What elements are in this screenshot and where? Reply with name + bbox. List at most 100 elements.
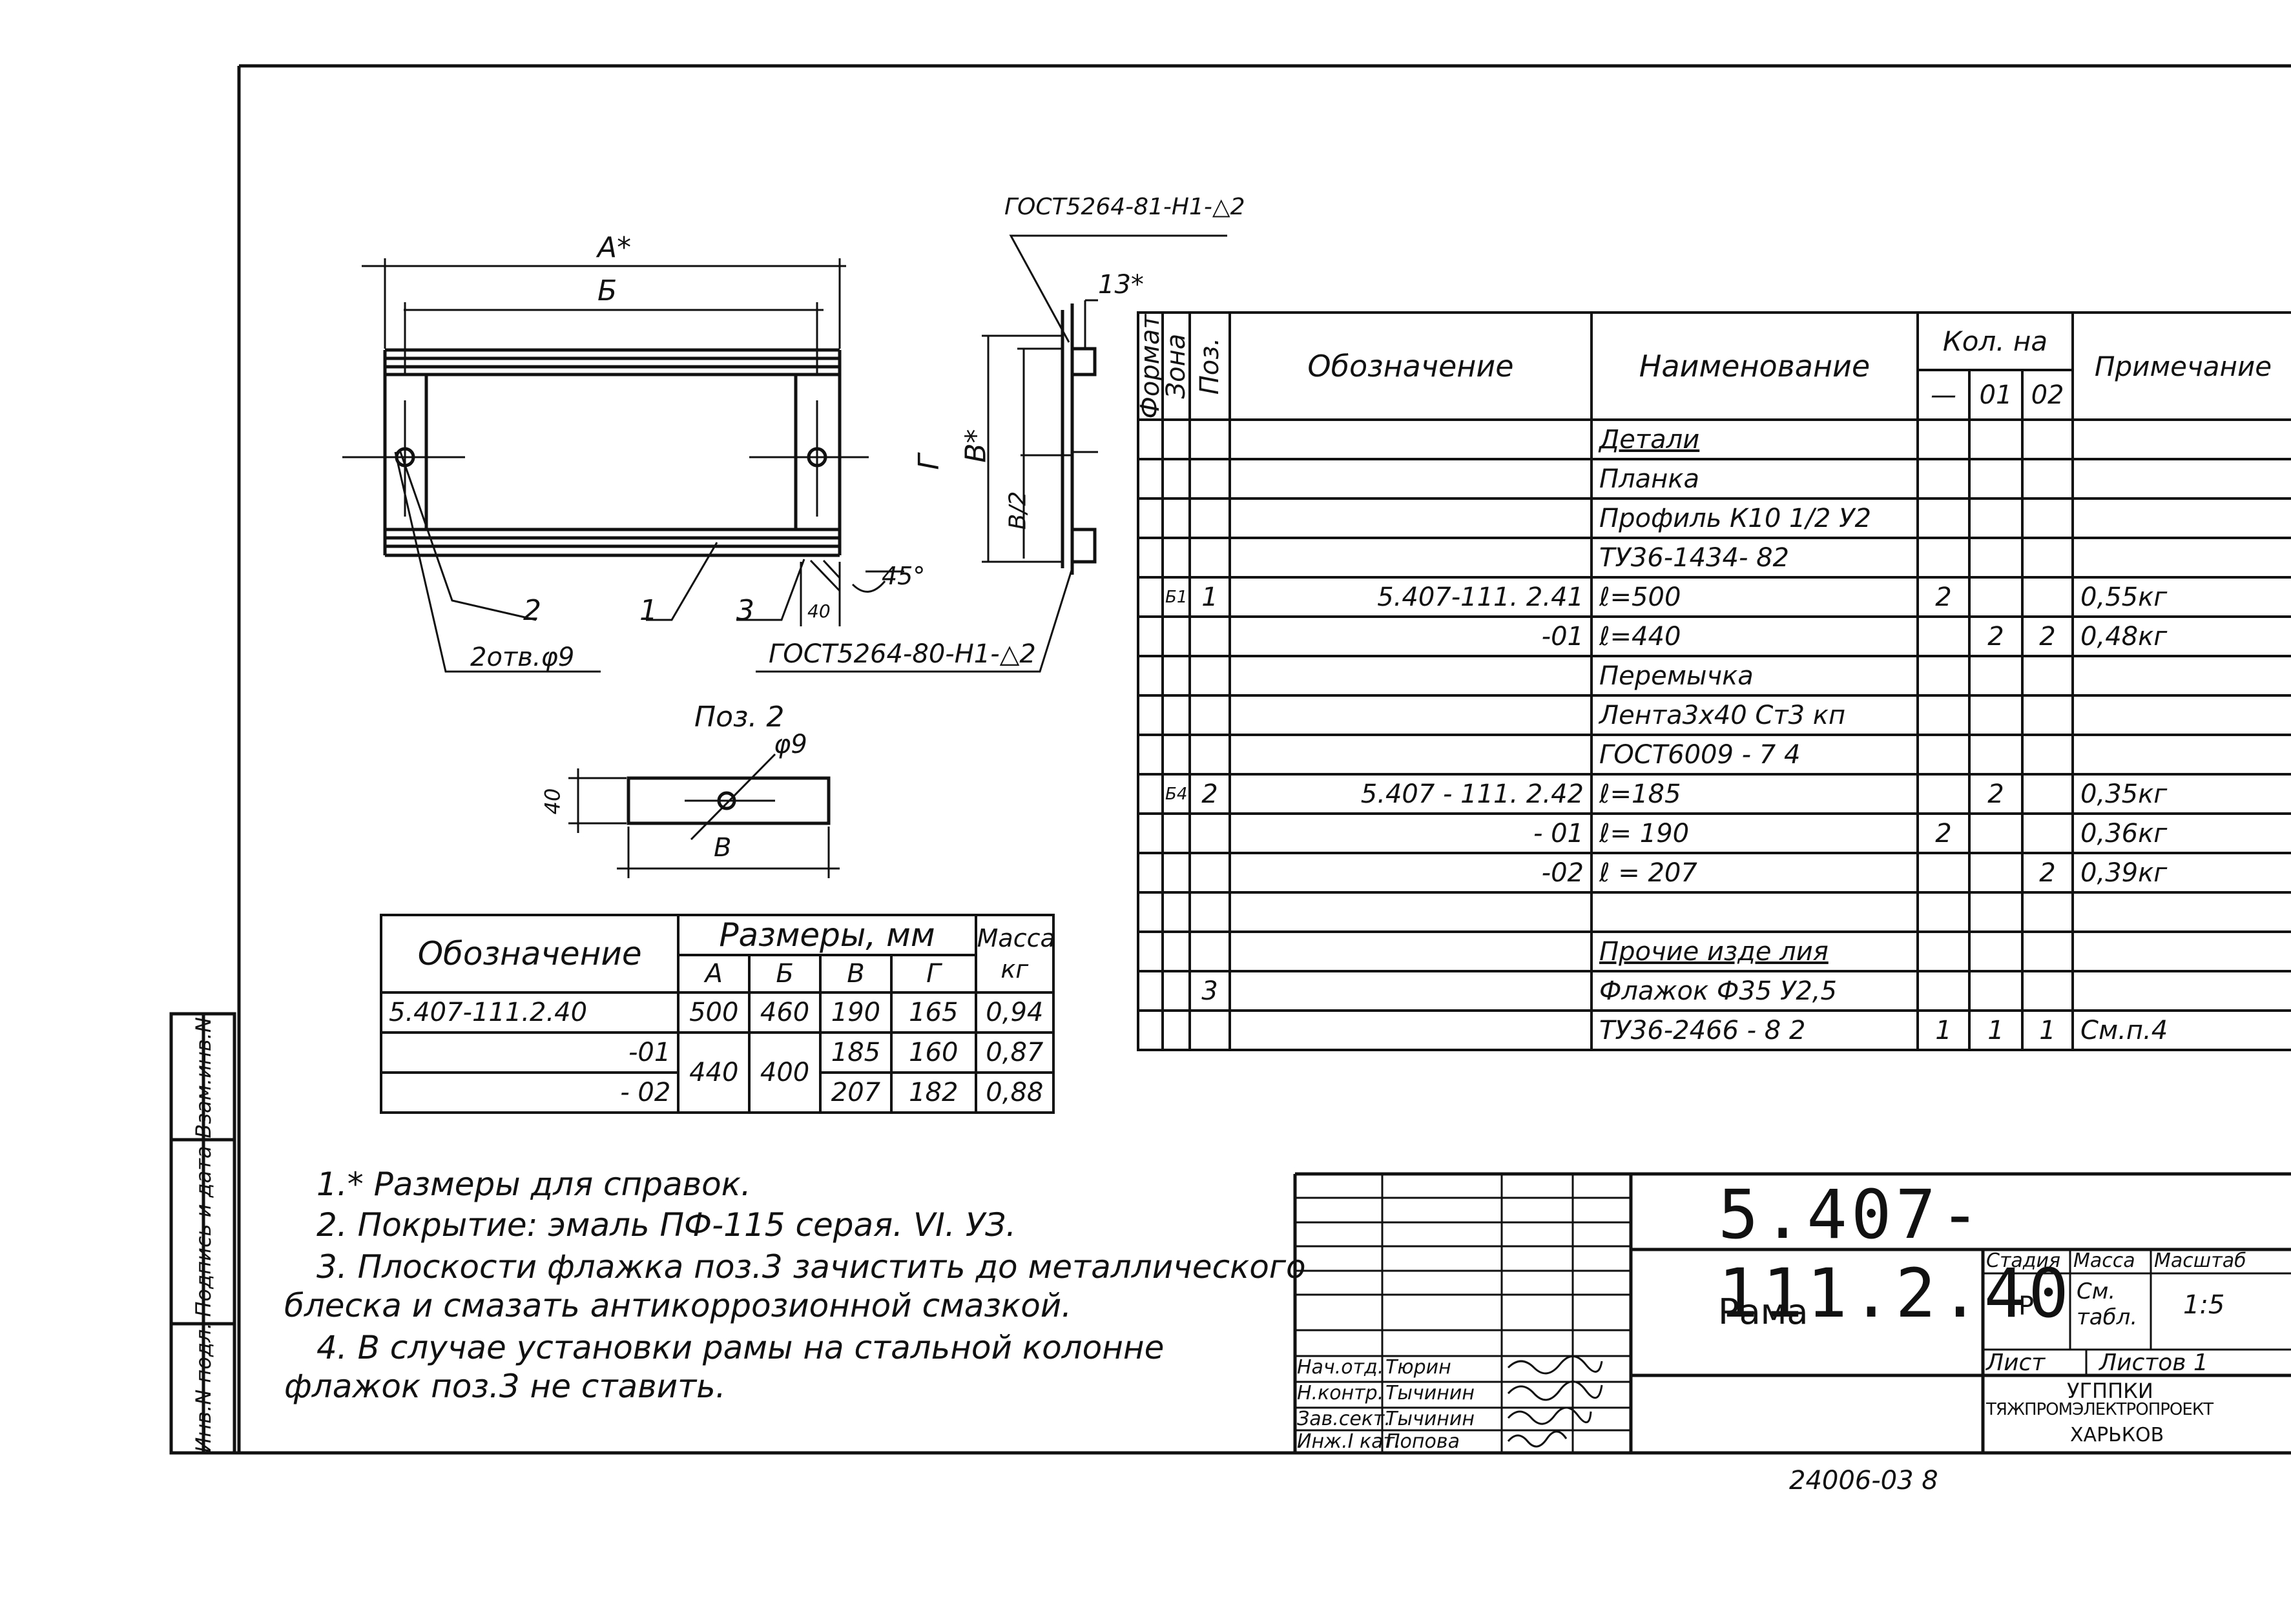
poz2-b-label: В (714, 833, 732, 863)
spec-cell-name (1590, 891, 1919, 934)
spec-cell-q2: 1 (2020, 1009, 2075, 1052)
role-3: Зав.сект. (1297, 1408, 1391, 1430)
spec-cell-note (2071, 537, 2291, 579)
spec-header-q1: 01 (1968, 369, 2024, 422)
spec-cell-q0 (1916, 970, 1971, 1012)
spec-cell-f (1137, 694, 1164, 737)
spec-header-format: Формат (1138, 313, 1163, 420)
spec-cell-des (1228, 655, 1593, 697)
holes-label: 2отв.φ9 (470, 642, 575, 672)
spec-cell-q1 (1968, 418, 2024, 461)
spec-row: Перемычка (1137, 655, 2291, 697)
spec-cell-q2 (2020, 418, 2075, 461)
scale-header: Масштаб (2154, 1249, 2246, 1272)
dims-cell-v: 207 (819, 1071, 893, 1114)
spec-cell-zone (1161, 891, 1191, 934)
spec-row: ГОСТ6009 - 7 4 (1137, 734, 2291, 776)
spec-cell-f (1137, 537, 1164, 579)
dims-header-b: Б (748, 954, 822, 994)
role-3-name: Тычинин (1385, 1408, 1475, 1430)
spec-cell-pos (1188, 891, 1231, 934)
dim-v2-label: В/2 (1004, 491, 1031, 530)
spec-cell-f (1137, 497, 1164, 540)
spec-cell-note (2071, 694, 2291, 737)
spec-cell-q1 (1968, 852, 2024, 894)
spec-cell-zone (1161, 852, 1191, 894)
spec-cell-q1 (1968, 970, 2024, 1012)
spec-header-designation: Обозначение (1228, 311, 1593, 422)
spec-cell-des (1228, 930, 1593, 973)
spec-cell-q1 (1968, 497, 2024, 540)
dims-cell-a: 500 (677, 991, 751, 1034)
spec-cell-q0: 1 (1916, 1009, 1971, 1052)
spec-cell-q0 (1916, 458, 1971, 500)
spec-cell-des (1228, 970, 1593, 1012)
role-2-name: Тычинин (1385, 1382, 1475, 1404)
spec-cell-pos (1188, 1009, 1231, 1052)
mass-header: Масса (2073, 1249, 2135, 1272)
spec-cell-note: См.п.4 (2071, 1009, 2291, 1052)
spec-cell-des: -02 (1228, 852, 1593, 894)
spec-cell-zone: Б1 (1161, 576, 1191, 619)
spec-cell-q0 (1916, 655, 1971, 697)
spec-header-name: Наименование (1590, 311, 1919, 422)
mass-value: См. табл. (2077, 1279, 2138, 1330)
spec-cell-pos (1188, 852, 1231, 894)
spec-cell-des (1228, 497, 1593, 540)
weld-bottom-label: ГОСТ5264-80-Н1-△2 (769, 639, 1036, 669)
spec-cell-pos (1188, 497, 1231, 540)
dims-cell-des: -01 (379, 1031, 680, 1074)
spec-cell-q1 (1968, 655, 2024, 697)
spec-cell-des (1228, 891, 1593, 934)
spec-cell-name: Прочие изде лия (1590, 930, 1919, 973)
spec-cell-note (2071, 458, 2291, 500)
dim-b-label: Б (597, 274, 617, 307)
spec-cell-zone (1161, 458, 1191, 500)
spec-cell-des (1228, 537, 1593, 579)
spec-cell-zone (1161, 812, 1191, 855)
spec-cell-q0 (1916, 852, 1971, 894)
spec-cell-pos (1188, 615, 1231, 658)
spec-cell-zone (1161, 734, 1191, 776)
spec-cell-q0: 2 (1916, 576, 1971, 619)
spec-cell-zone (1161, 615, 1191, 658)
spec-cell-zone (1161, 497, 1191, 540)
dims-row-2: -01 440 400 185 160 0,87 (379, 1031, 1055, 1114)
spec-row: Прочие изде лия (1137, 930, 2291, 973)
spec-cell-q1: 2 (1968, 615, 2024, 658)
spec-cell-name: ТУ36-2466 - 8 2 (1590, 1009, 1919, 1052)
dims-cell-mass: 0,87 (974, 1031, 1055, 1074)
spec-cell-q2 (2020, 576, 2075, 619)
frame-side-view (982, 234, 1227, 575)
side-stamp-sign: Подпись и дата (191, 1146, 216, 1317)
spec-cell-note (2071, 930, 2291, 973)
note-4a: 4. В случае установки рамы на стальной к… (316, 1329, 1165, 1366)
spec-cell-note (2071, 497, 2291, 540)
spec-row: Детали (1137, 418, 2291, 461)
dims-header-a: А (677, 954, 751, 994)
poz2-title: Поз. 2 (694, 701, 785, 734)
pos1-label: 1 (639, 594, 658, 627)
dims-cell-b: 460 (748, 991, 822, 1034)
dim-a-label: A* (597, 231, 632, 264)
dims-cell-g: 160 (889, 1031, 977, 1074)
spec-cell-q2 (2020, 970, 2075, 1012)
spec-cell-f (1137, 458, 1164, 500)
spec-cell-q1 (1968, 734, 2024, 776)
spec-cell-name: Планка (1590, 458, 1919, 500)
spec-cell-q0 (1916, 891, 1971, 934)
spec-cell-q1 (1968, 576, 2024, 619)
spec-cell-q2 (2020, 930, 2075, 973)
poz2-phi-label: φ9 (774, 730, 807, 759)
spec-cell-q0 (1916, 497, 1971, 540)
spec-cell-q0 (1916, 734, 1971, 776)
spec-cell-q1: 2 (1968, 773, 2024, 816)
dims-cell-des: - 02 (379, 1071, 680, 1114)
spec-header-zone: Зона (1163, 313, 1190, 420)
spec-cell-pos (1188, 418, 1231, 461)
spec-cell-note (2071, 891, 2291, 934)
spec-cell-q2: 2 (2020, 852, 2075, 894)
spec-cell-note: 0,35кг (2071, 773, 2291, 816)
